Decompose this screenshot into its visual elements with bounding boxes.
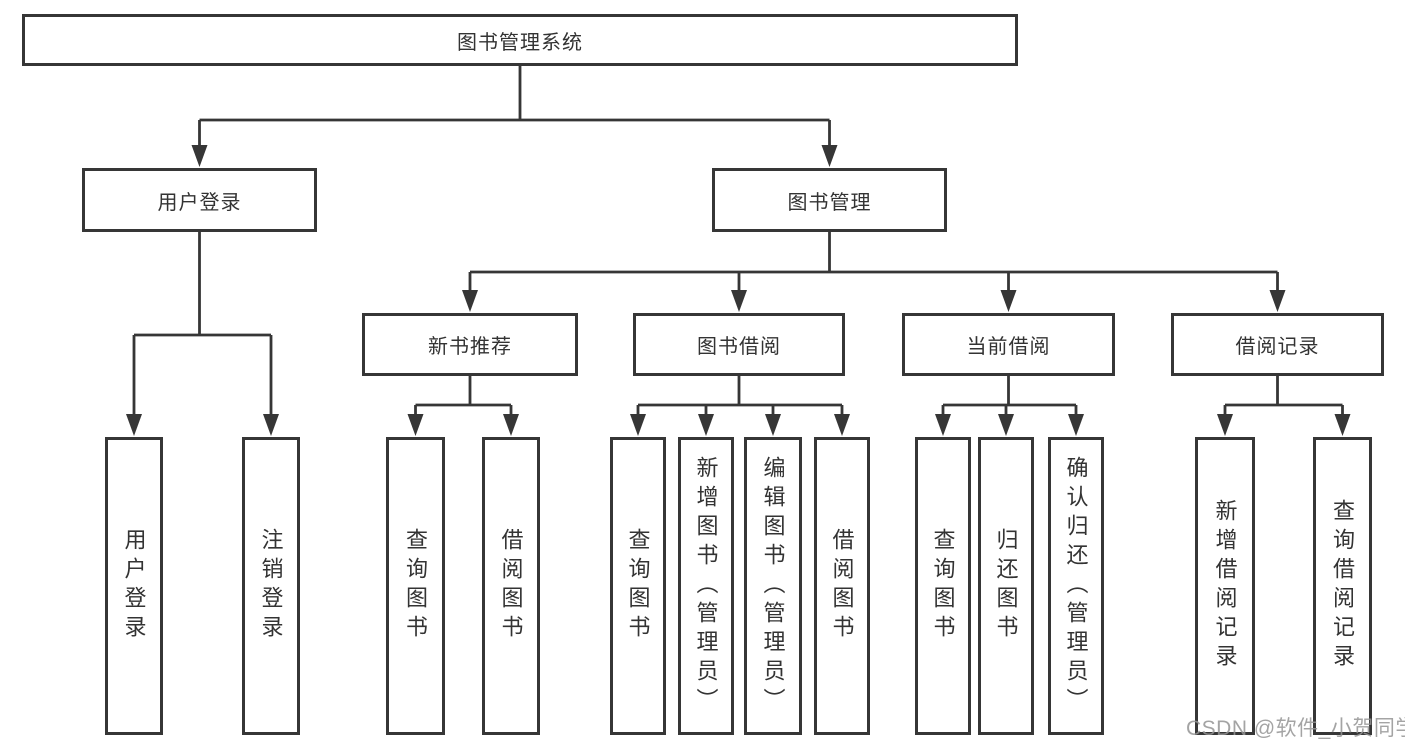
- node-leaf-query-books-recommend: 查询图书: [386, 437, 445, 735]
- node-leaf-confirm-return-admin: 确认归还（管理员）: [1048, 437, 1104, 735]
- node-leaf-return-books-label: 归还图书: [993, 528, 1019, 644]
- node-book-borrowing-label: 图书借阅: [697, 336, 781, 358]
- node-leaf-add-borrow-record: 新增借阅记录: [1195, 437, 1255, 735]
- node-borrowing-records-label: 借阅记录: [1235, 336, 1320, 358]
- node-current-borrowing: 当前借阅: [902, 313, 1115, 376]
- node-leaf-add-books-admin-label: 新增图书（管理员）: [693, 455, 719, 717]
- node-leaf-borrow-books-borrow: 借阅图书: [814, 437, 870, 735]
- node-book-management-label: 图书管理: [787, 191, 872, 214]
- node-user-login-label: 用户登录: [157, 191, 242, 214]
- node-new-book-recommend: 新书推荐: [362, 313, 578, 376]
- node-leaf-query-books-current-label: 查询图书: [930, 528, 956, 644]
- node-new-book-recommend-label: 新书推荐: [428, 336, 512, 358]
- node-book-management: 图书管理: [712, 168, 947, 232]
- node-leaf-query-books-borrow-label: 查询图书: [625, 528, 651, 644]
- node-leaf-user-login-label: 用户登录: [121, 528, 147, 644]
- node-book-borrowing: 图书借阅: [633, 313, 845, 376]
- node-leaf-query-books-current: 查询图书: [915, 437, 971, 735]
- node-leaf-borrow-books-recommend: 借阅图书: [482, 437, 540, 735]
- node-leaf-query-borrow-record-label: 查询借阅记录: [1330, 499, 1356, 673]
- node-current-borrowing-label: 当前借阅: [966, 336, 1051, 358]
- node-root-label: 图书管理系统: [457, 31, 583, 54]
- node-leaf-return-books: 归还图书: [978, 437, 1034, 735]
- node-user-login: 用户登录: [82, 168, 317, 232]
- node-leaf-add-borrow-record-label: 新增借阅记录: [1212, 499, 1238, 673]
- node-leaf-user-login: 用户登录: [105, 437, 163, 735]
- node-leaf-confirm-return-admin-label: 确认归还（管理员）: [1063, 455, 1089, 717]
- watermark: CSDN @软件_小贺同学: [1186, 717, 1405, 740]
- node-root: 图书管理系统: [22, 14, 1018, 66]
- node-leaf-add-books-admin: 新增图书（管理员）: [678, 437, 734, 735]
- node-leaf-query-books-borrow: 查询图书: [610, 437, 666, 735]
- node-leaf-borrow-books-borrow-label: 借阅图书: [829, 528, 855, 644]
- node-leaf-query-books-recommend-label: 查询图书: [403, 528, 429, 644]
- node-leaf-edit-books-admin: 编辑图书（管理员）: [744, 437, 802, 735]
- node-borrowing-records: 借阅记录: [1171, 313, 1384, 376]
- node-leaf-logout-label: 注销登录: [258, 528, 284, 644]
- node-leaf-query-borrow-record: 查询借阅记录: [1313, 437, 1372, 735]
- node-leaf-borrow-books-recommend-label: 借阅图书: [498, 528, 524, 644]
- node-leaf-logout: 注销登录: [242, 437, 300, 735]
- node-leaf-edit-books-admin-label: 编辑图书（管理员）: [760, 455, 786, 717]
